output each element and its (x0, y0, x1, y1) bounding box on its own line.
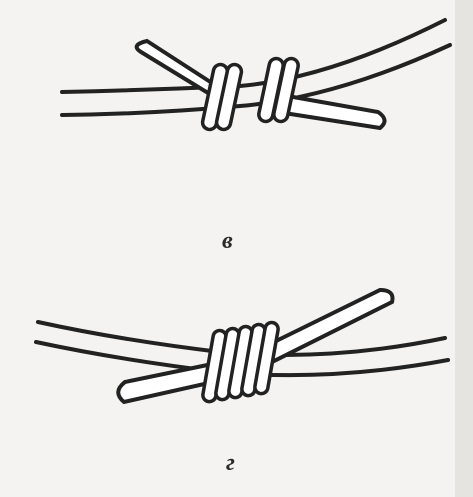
splice-diagram-g (36, 290, 448, 403)
wrap-group-v1 (201, 63, 242, 130)
panel-label-g: г (226, 450, 235, 476)
wire-v-right-upper (62, 20, 445, 92)
wire-v-right-lower (62, 45, 450, 115)
panel-label-v: в (222, 228, 233, 254)
wrap-group-g (202, 322, 279, 403)
page-shadow (455, 0, 473, 497)
splice-diagram-v (62, 20, 450, 131)
